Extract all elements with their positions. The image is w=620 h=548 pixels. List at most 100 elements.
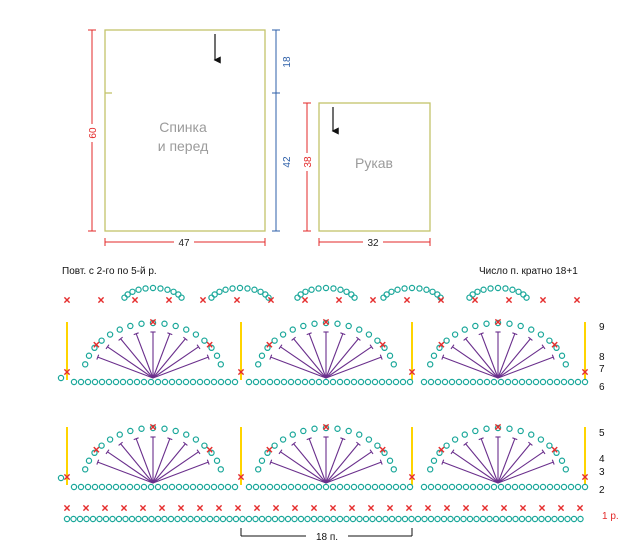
row-label-8: 8 xyxy=(599,352,605,363)
chain-stitch xyxy=(343,483,351,491)
chain-stitch xyxy=(244,285,251,292)
double-crochet-top xyxy=(306,437,312,441)
chain-stitch xyxy=(577,515,584,523)
single-crochet xyxy=(462,504,470,512)
double-crochet-top xyxy=(278,344,283,350)
single-crochet xyxy=(471,296,479,304)
single-crochet xyxy=(437,296,445,304)
chain-stitch xyxy=(451,436,459,443)
double-crochet xyxy=(152,338,186,379)
chain-stitch xyxy=(512,515,519,523)
double-crochet-top xyxy=(379,459,383,465)
chain-stitch xyxy=(401,285,408,292)
chain-stitch xyxy=(254,466,262,473)
double-crochet xyxy=(465,443,499,484)
chain-stitch xyxy=(504,483,512,491)
chain-stitch xyxy=(504,378,512,386)
chain-stitch xyxy=(211,291,218,298)
chain-stitch xyxy=(386,457,394,464)
chain-stitch xyxy=(441,378,449,386)
chain-stitch xyxy=(140,378,148,386)
chain-stitch xyxy=(546,337,553,344)
chain-stitch xyxy=(129,288,136,295)
chain-stitch xyxy=(518,483,526,491)
double-crochet-top xyxy=(441,354,445,360)
chain-stitch xyxy=(182,483,190,491)
sleeve-width-value: 32 xyxy=(367,238,379,249)
row-numbers: 1 р. 2 3 4 5 6 7 8 9 xyxy=(599,322,619,522)
single-crochet xyxy=(322,423,330,431)
chain-stitch xyxy=(381,344,388,352)
double-crochet-top xyxy=(478,332,484,336)
chain-stitch xyxy=(506,425,513,432)
chain-stitch xyxy=(81,361,89,368)
chain-stitch xyxy=(378,483,386,491)
chain-stitch xyxy=(271,515,279,523)
chain-stitch xyxy=(525,378,533,386)
double-crochet-top xyxy=(183,441,188,446)
chain-stitch xyxy=(297,291,304,298)
chain-stitch xyxy=(381,449,388,457)
double-crochet xyxy=(480,333,499,379)
body-height-value: 60 xyxy=(88,127,99,139)
chain-stitch xyxy=(203,378,211,386)
double-crochet xyxy=(97,461,154,484)
chain-stitch xyxy=(517,427,524,435)
double-crochet xyxy=(442,356,499,379)
single-crochet xyxy=(165,296,173,304)
double-crochet-top xyxy=(291,336,296,341)
double-crochet xyxy=(280,346,327,379)
double-crochet xyxy=(280,451,327,484)
chain-stitch xyxy=(148,515,155,523)
double-crochet-top xyxy=(541,344,546,350)
repeat-bracket: 18 п. xyxy=(240,528,413,543)
chain-stitch xyxy=(334,425,341,432)
sleeve-piece-outline xyxy=(318,102,431,232)
chain-stitch xyxy=(232,515,240,523)
double-crochet xyxy=(293,338,327,379)
chain-stitch xyxy=(231,483,239,491)
chain-stitch xyxy=(479,515,487,523)
chain-stitch xyxy=(322,378,330,386)
sleeve-height-value: 38 xyxy=(303,156,314,168)
chain-stitch xyxy=(553,449,560,457)
chain-stitch xyxy=(511,483,519,491)
single-crochet xyxy=(237,473,245,481)
chain-stitch xyxy=(336,483,344,491)
double-crochet-top xyxy=(105,344,110,350)
chain-stitch xyxy=(168,483,176,491)
chain-stitch xyxy=(192,436,200,443)
chain-stitch xyxy=(385,483,393,491)
body-piece-outline xyxy=(104,29,266,232)
chain-stitch xyxy=(135,286,142,293)
chain-stitch xyxy=(271,337,278,344)
single-crochet xyxy=(215,504,223,512)
chain-stitch xyxy=(112,483,120,491)
chain-stitch xyxy=(119,483,127,491)
chain-stitch xyxy=(265,294,272,301)
chain-stitch xyxy=(453,515,461,523)
chain-stitch xyxy=(357,378,365,386)
double-crochet xyxy=(152,451,199,484)
double-crochet-top xyxy=(369,449,374,455)
row-label-9: 9 xyxy=(599,322,605,333)
chain-stitch xyxy=(375,515,383,523)
double-crochet-top xyxy=(133,437,139,441)
chain-stitch xyxy=(224,378,232,386)
chain-stitch xyxy=(302,288,309,295)
chain-stitch xyxy=(562,466,570,473)
double-crochet-top xyxy=(340,437,346,441)
double-crochet xyxy=(497,451,544,484)
chain-stitch xyxy=(142,285,149,292)
chain-stitch xyxy=(532,483,540,491)
chain-stitch xyxy=(70,515,77,523)
single-crochet xyxy=(139,504,147,512)
chain-stitch xyxy=(308,286,315,293)
double-crochet xyxy=(152,438,171,484)
chain-stitch xyxy=(330,285,337,292)
chain-stitch xyxy=(474,288,481,295)
single-crochet xyxy=(120,504,128,512)
double-crochet xyxy=(97,356,154,379)
chain-stitch xyxy=(252,378,260,386)
chain-stitch xyxy=(451,331,459,338)
